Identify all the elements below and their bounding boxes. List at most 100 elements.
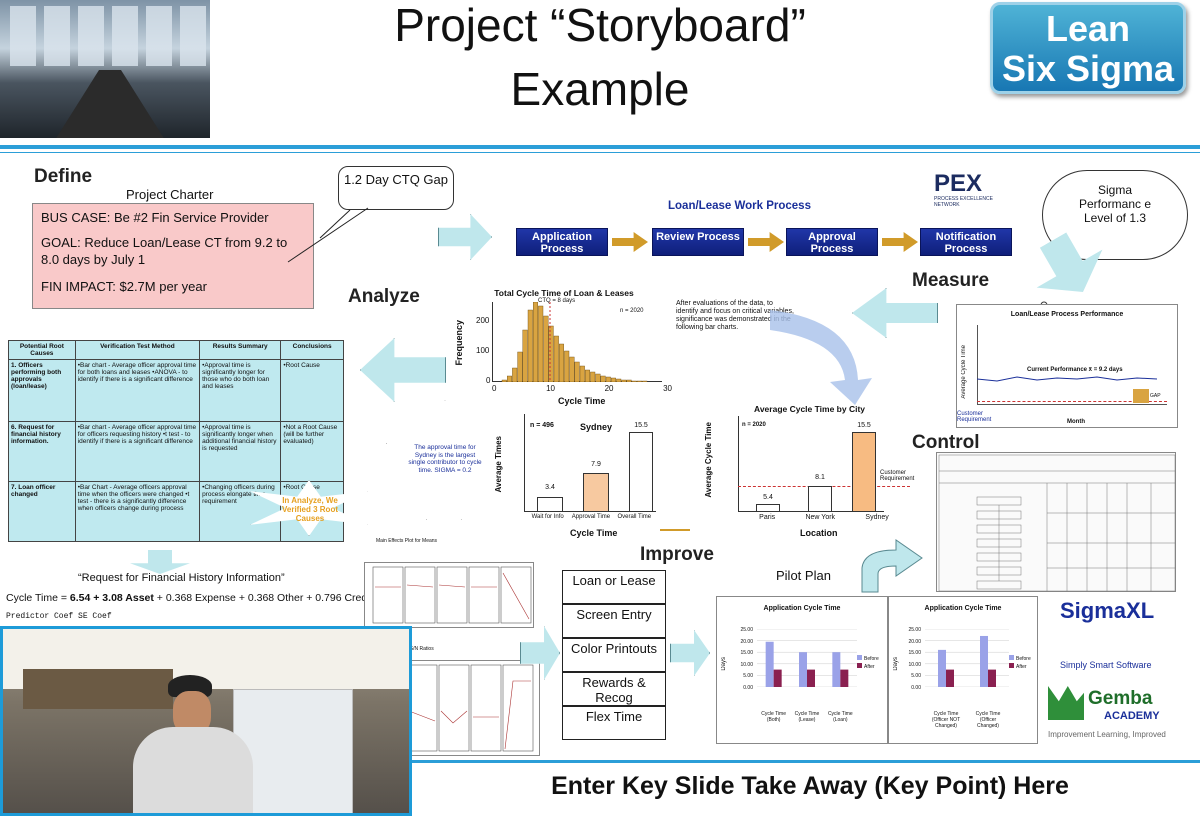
improve-to-control-arrow — [861, 539, 923, 593]
histogram-bar — [610, 377, 616, 382]
histogram-bar — [533, 302, 539, 382]
bar-before — [980, 635, 988, 687]
improvement-list: Loan or Lease Screen Entry Color Printou… — [562, 570, 666, 740]
sigmaxl-tagline: Simply Smart Software — [1060, 660, 1152, 670]
histogram-bar — [501, 379, 507, 382]
presenter-video[interactable] — [0, 626, 412, 816]
curved-blue-arrow — [770, 310, 872, 405]
main-effects-plot — [364, 562, 534, 628]
control-plan-document — [936, 452, 1176, 592]
pilot-chart-2-bars — [925, 629, 1009, 687]
bar-after — [946, 669, 954, 687]
city-bar-sydney — [852, 432, 876, 512]
bar-before — [938, 649, 946, 687]
histogram-bar — [517, 351, 523, 382]
key-point-text: Enter Key Slide Take Away (Key Point) He… — [551, 772, 1069, 800]
city-bar-newyork — [808, 486, 832, 512]
process-title: Loan/Lease Work Process — [668, 200, 811, 212]
histogram-bar — [642, 380, 648, 382]
stage-measure: Measure — [912, 270, 990, 291]
process-step-notification: Notification Process — [920, 228, 1012, 256]
improve-step: Loan or Lease — [562, 570, 666, 604]
city-bar-paris — [756, 504, 780, 512]
sigmaxl-logo: SigmaXL — [1060, 598, 1155, 623]
histogram-bar — [527, 309, 533, 382]
verified-text: In Analyze, We Verified 3 Root Causes — [281, 496, 338, 523]
sydney-label-overall: 15.5 — [634, 422, 648, 429]
process-step-approval: Approval Process — [786, 228, 878, 256]
regression-predictor: Predictor Coef SE Coef — [6, 612, 112, 621]
stage-analyze: Analyze — [348, 286, 420, 307]
histogram-bar — [512, 367, 518, 382]
histogram-chart: Total Cycle Time of Loan & Leases CTQ = … — [454, 288, 672, 406]
histogram-bar — [543, 315, 549, 382]
boardroom-photo — [0, 0, 210, 138]
histogram-bar — [579, 365, 585, 382]
histogram-bar — [569, 356, 575, 382]
stage-define: Define — [34, 166, 93, 187]
bar-before — [799, 652, 807, 687]
gemba-logo-sub: ACADEMY — [1104, 710, 1160, 722]
pex-logo: PEX — [934, 170, 983, 197]
histogram-bar — [564, 350, 570, 382]
bar-before — [765, 641, 774, 687]
gemba-logo: Gemba — [1088, 688, 1153, 709]
measure-performance-chart: Loan/Lease Process Performance Average C… — [956, 304, 1178, 428]
histogram-bar — [548, 325, 554, 382]
sydney-label-approval: 7.9 — [591, 461, 601, 468]
histogram-bar — [631, 380, 637, 382]
process-step-review: Review Process — [652, 228, 744, 256]
histogram-bar — [506, 375, 512, 382]
bar-after — [773, 669, 782, 687]
pilot-plan-label: Pilot Plan — [776, 568, 831, 583]
improve-step: Rewards & Recog — [562, 672, 666, 706]
bar-after — [807, 669, 815, 687]
improve-step: Color Printouts — [562, 638, 666, 672]
histogram-bar — [621, 379, 627, 382]
histogram-bar — [558, 343, 564, 382]
histogram-note: After evaluations of the data, to identi… — [676, 300, 794, 331]
regression-title: “Request for Financial History Informati… — [78, 572, 285, 584]
ctq-gap-callout: 1.2 Day CTQ Gap — [338, 166, 454, 210]
page-title: Project “Storyboard” Example — [394, 0, 806, 115]
histogram-bar — [626, 379, 632, 382]
regression-equation: Cycle Time = 6.54 + 3.08 Asset + 0.368 E… — [6, 592, 373, 604]
histogram-bar — [584, 369, 590, 382]
histogram-bar — [636, 380, 642, 382]
improve-step: Flex Time — [562, 706, 666, 740]
header-rule — [0, 145, 1200, 149]
sydney-bar-approval — [583, 473, 609, 512]
main-effects-title: Main Effects Plot for Means — [376, 538, 438, 544]
histogram-bar — [538, 305, 544, 382]
project-charter: BUS CASE: Be #2 Fin Service Provider GOA… — [32, 203, 314, 309]
effects-sn-plot — [400, 660, 540, 756]
histogram-bar — [600, 375, 606, 382]
histogram-bar — [522, 329, 528, 382]
sydney-bar-wait — [537, 497, 563, 512]
bar-after — [988, 669, 996, 687]
histogram-bar — [553, 335, 559, 382]
histogram-bar — [595, 373, 601, 382]
process-step-application: Application Process — [516, 228, 608, 256]
histogram-bar — [616, 378, 622, 382]
sydney-chart: n = 496 Sydney Average Times 3.4 7.9 15.… — [494, 408, 660, 540]
header-rule-thin — [0, 152, 1200, 153]
starburst-text: The approval time for Sydney is the larg… — [408, 444, 482, 474]
histogram-bar — [605, 376, 611, 382]
stage-improve: Improve — [640, 544, 714, 565]
footer-rule — [410, 760, 1200, 763]
city-chart: Average Cycle Time by City n = 2020 Aver… — [704, 404, 915, 538]
bar-after — [840, 669, 849, 687]
histogram-bar — [590, 371, 596, 382]
histogram-bar — [574, 361, 580, 382]
sydney-label-wait: 3.4 — [545, 484, 555, 491]
bar-before — [832, 652, 841, 687]
stage-control: Control — [912, 432, 980, 453]
gemba-tagline: Improvement Learning, Improved — [1048, 730, 1166, 739]
pex-logo-sub: PROCESS EXCELLENCE NETWORK — [934, 196, 993, 208]
charter-heading: Project Charter — [126, 187, 214, 202]
